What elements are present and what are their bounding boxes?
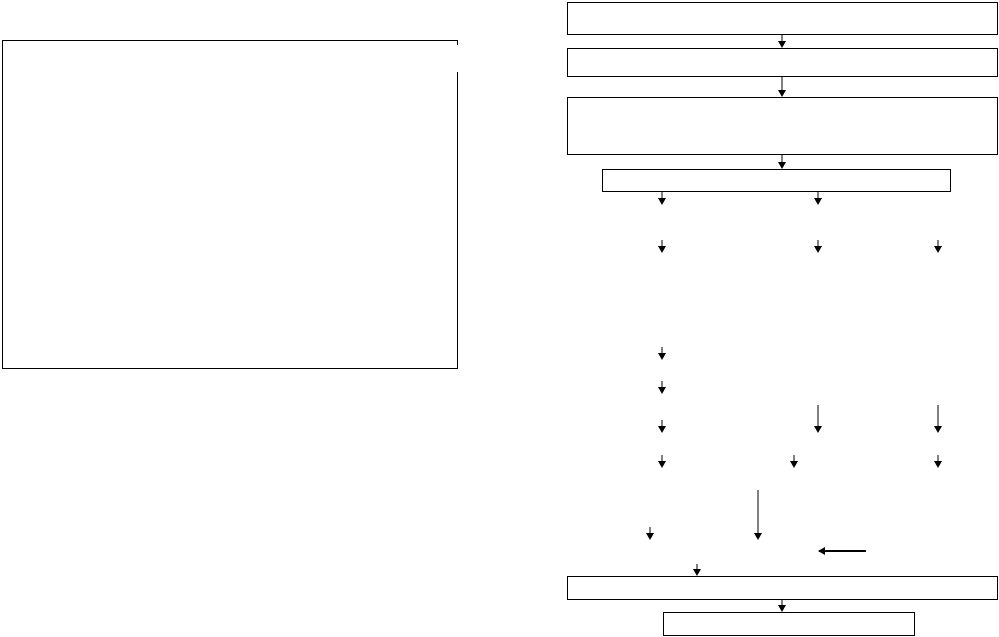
box-second — [567, 48, 998, 77]
box-fourth — [602, 169, 951, 192]
box-final — [663, 612, 915, 636]
box-bottom-wide — [567, 576, 998, 600]
box-third — [567, 97, 998, 155]
box-top — [567, 2, 998, 35]
side-panel-border-gap — [455, 45, 461, 72]
side-panel — [2, 40, 458, 369]
